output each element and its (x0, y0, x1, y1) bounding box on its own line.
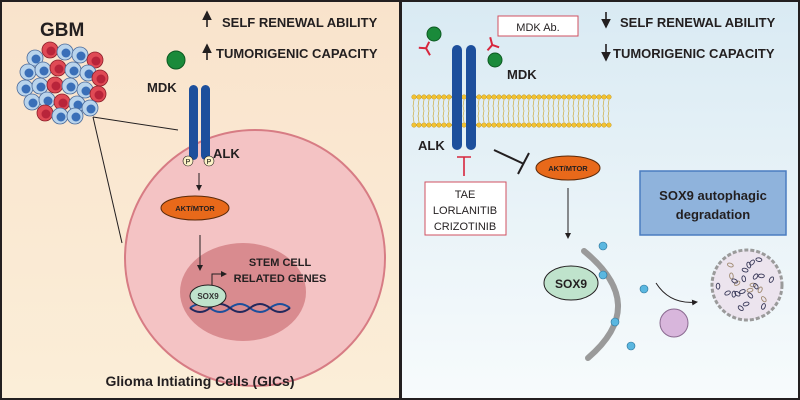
mdk-ligand-icon (487, 52, 503, 68)
degraded-content-icon (715, 257, 775, 312)
akt-mtor-node (535, 155, 601, 181)
inhibition-icon (457, 156, 471, 176)
effect-tumorigenic: TUMORIGENIC CAPACITY (613, 46, 775, 61)
inhibition-icon (493, 149, 530, 175)
caption: Glioma Intiating Cells (GICs) (105, 373, 294, 389)
mdk-label: MDK (147, 80, 177, 95)
inhibitor-tae: TAE (455, 189, 476, 201)
akt-mtor-label: AKT/MTOR (175, 204, 215, 213)
nucleus (180, 243, 306, 341)
mdk-ligand-icon (426, 26, 442, 42)
akt-mtor-node (160, 195, 230, 221)
mdk-label: MDK (507, 67, 537, 82)
inhibitors-box (424, 181, 507, 236)
sox9-node (543, 265, 599, 301)
outcome-label-1: SOX9 autophagic (659, 188, 767, 203)
effect-tumorigenic: TUMORIGENIC CAPACITY (216, 46, 378, 61)
zoom-line (92, 116, 179, 131)
gbm-cell-cluster-icon (16, 41, 109, 125)
sox9-node (189, 284, 227, 308)
alk-label: ALK (418, 138, 445, 153)
vesicle-icon (659, 308, 689, 338)
right-panel-treatment: MDK Ab. SELF RENEWAL ABILITY TUMORIGENIC… (400, 0, 800, 400)
inhibitor-crizotinib: CRIZOTINIB (434, 221, 496, 233)
antibody-icon (486, 36, 500, 52)
effect-self-renewal: SELF RENEWAL ABILITY (222, 15, 378, 30)
mdk-ligand-icon (166, 50, 186, 70)
zoom-line (92, 116, 123, 244)
antibody-icon (418, 41, 431, 56)
outcome-box (639, 170, 787, 236)
genes-label-1: STEM CELL (249, 257, 312, 269)
phagophore-icon (581, 248, 621, 361)
cell-membrane (411, 94, 612, 128)
phospho-icon: P P (182, 155, 215, 167)
mdk-antibody-label: MDK Ab. (516, 22, 559, 34)
sox9-label: SOX9 (555, 277, 587, 291)
alk-label: ALK (213, 146, 240, 161)
inhibitor-lorlatinib: LORLANITIB (433, 205, 497, 217)
svg-text:P: P (207, 159, 212, 166)
autolysosome-icon (710, 248, 784, 322)
alk-receptor-icon (189, 85, 210, 160)
effect-self-renewal: SELF RENEWAL ABILITY (620, 15, 776, 30)
outcome-label-2: degradation (676, 207, 750, 222)
curved-arrow-icon (655, 282, 698, 306)
svg-text:P: P (186, 159, 191, 166)
gbm-label: GBM (40, 20, 84, 41)
left-panel-gics: GBM SELF RENEWAL ABILITY TUMORIGENIC CAP… (0, 0, 401, 400)
transcription-arrow-icon (211, 271, 227, 285)
akt-mtor-label: AKT/MTOR (548, 164, 588, 173)
mdk-antibody-box (497, 15, 579, 37)
sox9-label: SOX9 (197, 292, 219, 301)
genes-label-2: RELATED GENES (234, 273, 327, 285)
alk-receptor-icon (452, 45, 476, 150)
lc3-icon (598, 241, 649, 351)
